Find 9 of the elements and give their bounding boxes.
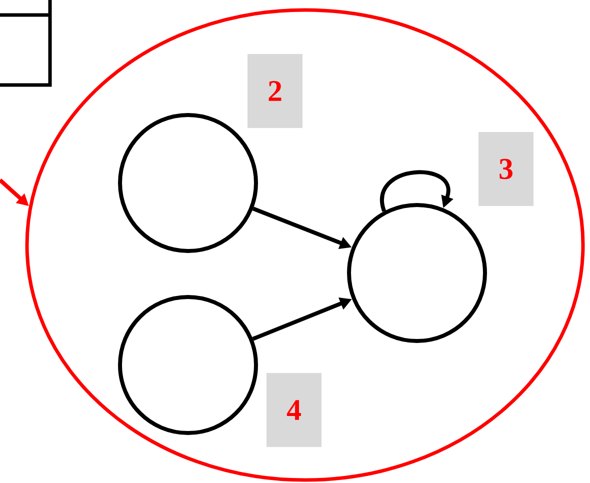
state-circle bbox=[118, 295, 258, 435]
callout-number: 4 bbox=[266, 373, 322, 447]
callout-number: 3 bbox=[478, 132, 534, 206]
ellipse bbox=[25, 8, 585, 482]
box-drawing bbox=[0, 0, 52, 87]
state-circle bbox=[118, 113, 258, 253]
state-circle bbox=[347, 203, 487, 343]
arrow bbox=[380, 170, 454, 212]
callout-number: 2 bbox=[248, 54, 302, 128]
